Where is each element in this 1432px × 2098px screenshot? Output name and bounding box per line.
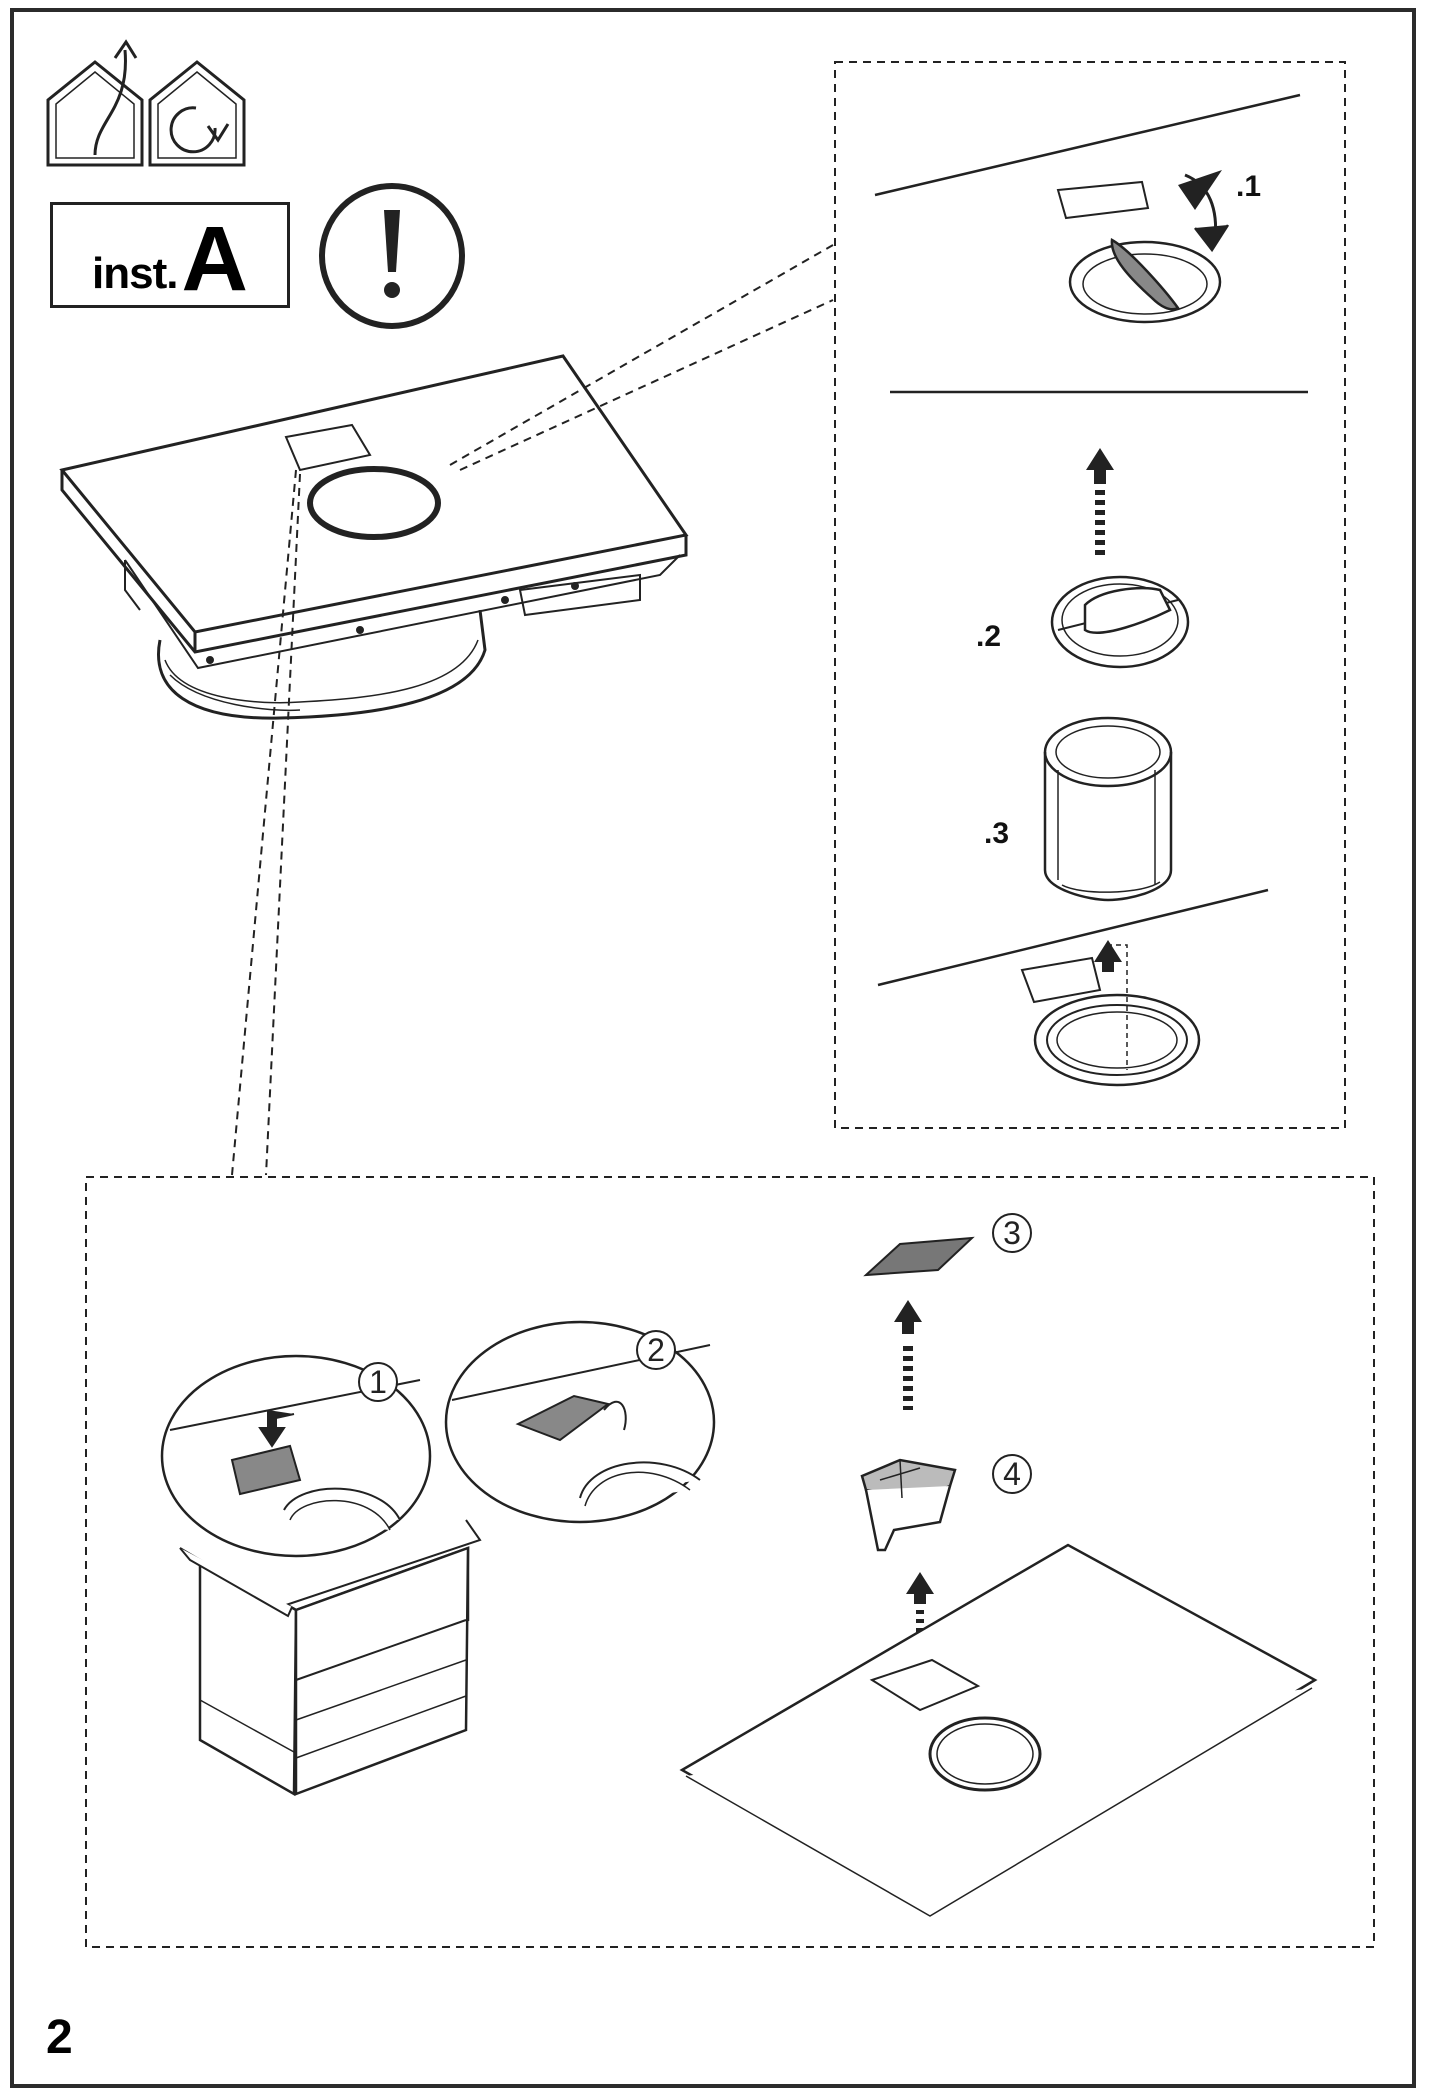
cooktop-illustration [59, 354, 689, 720]
detail-panel [834, 61, 1346, 1129]
detail-step-label: .2 [976, 620, 1002, 653]
arrow-up-icon [894, 1300, 922, 1410]
grease-filter-cover-illustration [863, 1236, 975, 1277]
filter-basket-illustration [860, 1458, 957, 1552]
detail-step-1-illustration [874, 93, 1301, 324]
cooktop-plate-illustration [679, 1543, 1318, 1917]
inst-label-small: inst. [92, 249, 178, 298]
step-badge: 1 [358, 1362, 398, 1402]
house-recirculation-icon [148, 60, 246, 167]
arrow-up-icon [1086, 448, 1114, 560]
detail-step-label: .3 [984, 817, 1010, 850]
leader-lines [231, 244, 834, 1176]
house-exhaust-icon [46, 39, 144, 167]
page-number: 2 [46, 2011, 73, 2064]
detail-step-2-illustration [1050, 575, 1190, 669]
zoom-step-2-illustration [444, 1320, 716, 1524]
zoom-step-1-illustration [160, 1354, 432, 1558]
step-badge: 2 [636, 1330, 676, 1370]
step-badge: 3 [992, 1213, 1032, 1253]
inst-label-big: A [181, 208, 248, 310]
page-frame [10, 8, 1416, 2088]
cabinet-illustration [179, 1519, 482, 1797]
arrow-up-icon [1094, 940, 1122, 972]
warning-exclamation-icon [319, 183, 465, 329]
detail-step-3-illustration [1043, 716, 1173, 902]
arrow-down-icon [258, 1410, 295, 1448]
step-badge: 4 [992, 1454, 1032, 1494]
installation-type-label: inst. A [50, 202, 290, 308]
lower-panel [85, 1176, 1375, 1948]
detail-step-label: .1 [1236, 170, 1262, 203]
detail-reassembly-illustration [877, 888, 1269, 1087]
